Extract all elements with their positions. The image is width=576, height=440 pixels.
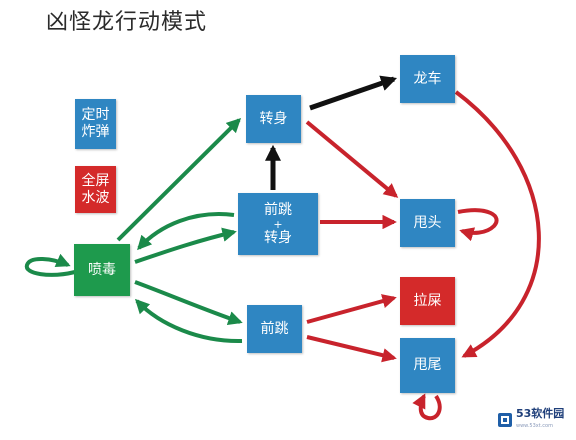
arrow-poison-to-leap (134, 280, 243, 326)
node-leap-turn-line1: 前跳 (264, 201, 292, 218)
legend-full-screen-wave: 全屏 水波 (75, 166, 116, 213)
node-tail-swing: 甩尾 (400, 338, 455, 393)
legend-timed-bomb-line2: 炸弹 (81, 124, 110, 140)
legend-full-screen-wave-line2: 水波 (81, 189, 110, 206)
legend-timed-bomb-line1: 定时 (81, 107, 110, 123)
node-leap-turn-line3: 转身 (264, 229, 292, 246)
node-head-swing: 甩头 (400, 199, 455, 247)
watermark: 53软件园 www.53xt.com (497, 402, 573, 438)
arrow-poison-to-turn (116, 117, 242, 242)
node-tail-swing-label: 甩尾 (413, 357, 442, 373)
arrow-tail-swing-self-loop (412, 393, 442, 421)
watermark-url: www.53xt.com (516, 423, 553, 429)
node-dragon-car: 龙车 (400, 55, 455, 103)
node-dragon-car-label: 龙车 (413, 70, 442, 87)
arrow-head-swing-self-loop (457, 208, 499, 242)
arrow-leap-turn-to-poison (137, 212, 235, 251)
legend-full-screen-wave-line1: 全屏 (81, 172, 110, 189)
node-poison-label: 喷毒 (88, 261, 116, 278)
node-leap-turn: 前跳 + 转身 (238, 193, 318, 255)
node-turn: 转身 (246, 95, 301, 143)
node-turn-label: 转身 (259, 110, 288, 127)
arrow-dragon-car-to-tail-swing (454, 90, 541, 358)
arrow-leap-to-poop (306, 294, 397, 324)
node-leap: 前跳 (247, 305, 302, 353)
arrow-poison-to-leap-turn (134, 227, 237, 264)
legend-timed-bomb: 定时 炸弹 (75, 99, 116, 149)
watermark-brand: 53软件园 (516, 407, 565, 420)
arrow-turn-to-head-swing (305, 120, 399, 198)
node-poison: 喷毒 (74, 244, 130, 296)
arrow-turn-to-dragon-car (309, 75, 398, 111)
node-leap-turn-line2: + (273, 217, 283, 231)
arrow-leap-to-poison (135, 298, 243, 344)
arrow-poison-self-loop (24, 253, 76, 277)
arrow-leap-to-tail-swing (306, 335, 397, 363)
node-leap-label: 前跳 (260, 320, 289, 337)
node-poop: 拉屎 (400, 277, 455, 325)
node-head-swing-label: 甩头 (413, 214, 442, 231)
logo-cube-icon (498, 413, 512, 427)
node-poop-label: 拉屎 (413, 292, 442, 309)
page-title: 凶怪龙行动模式 (46, 10, 208, 35)
